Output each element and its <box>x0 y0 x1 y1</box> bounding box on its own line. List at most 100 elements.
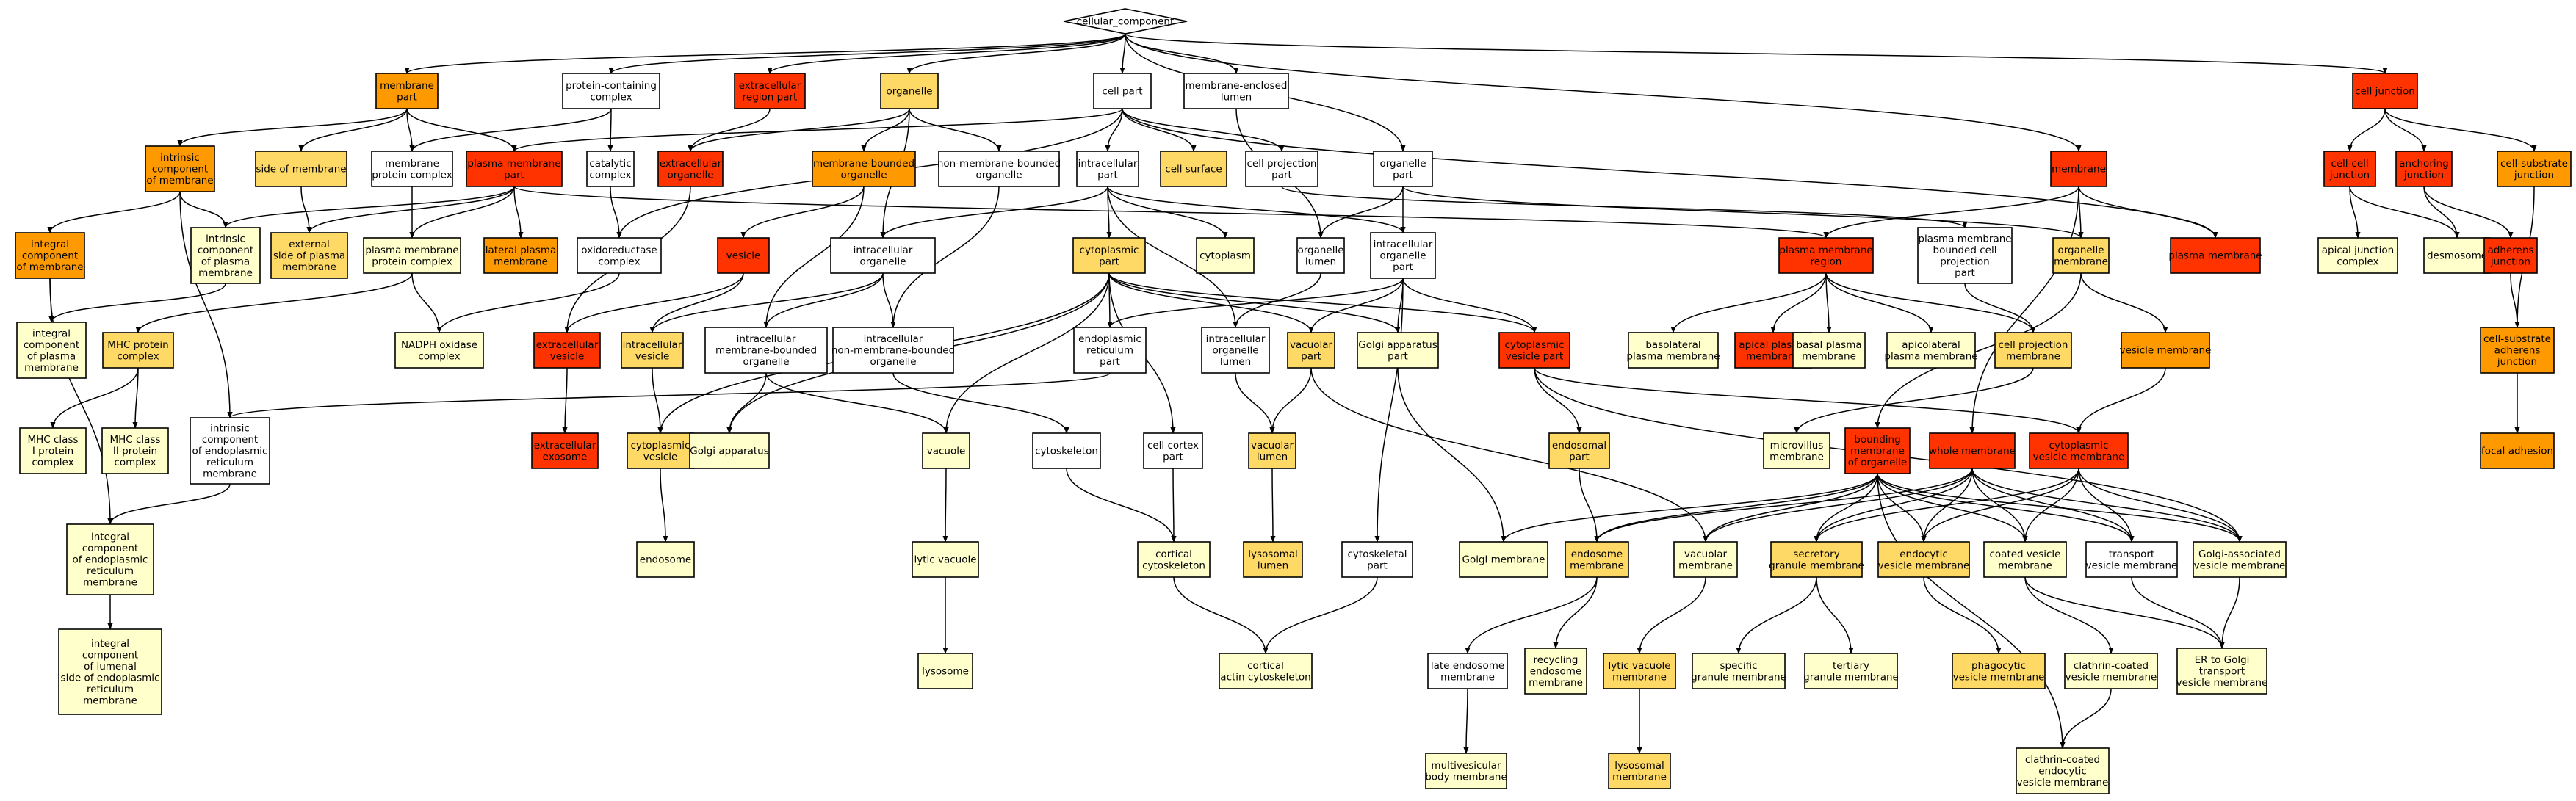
go-term-whole-membrane[interactable]: whole membrane <box>1929 432 2016 469</box>
go-term-golgi-apparatus[interactable]: Golgi apparatus <box>689 432 770 469</box>
go-term-intracellular-non-membrane-bounded-organelle[interactable]: intracellularnon-membrane-boundedorganel… <box>831 327 955 374</box>
go-term-cytoplasm[interactable]: cytoplasm <box>1196 237 1255 274</box>
go-term-side-of-membrane[interactable]: side of membrane <box>255 151 347 187</box>
go-term-vesicle-membrane[interactable]: vesicle membrane <box>2120 332 2212 369</box>
go-term-vesicle[interactable]: vesicle <box>717 237 770 274</box>
go-term-cell-part[interactable]: cell part <box>1093 73 1152 109</box>
go-term-lytic-vacuole[interactable]: lytic vacuole <box>912 541 979 578</box>
go-term-lysosome[interactable]: lysosome <box>917 653 973 689</box>
go-term-vacuole[interactable]: vacuole <box>922 432 970 469</box>
go-term-cytoskeleton[interactable]: cytoskeleton <box>1032 432 1101 469</box>
go-term-desmosome[interactable]: desmosome <box>2423 237 2491 274</box>
go-term-plasma-membrane[interactable]: plasma membrane <box>2168 237 2262 274</box>
go-term-cell-surface[interactable]: cell surface <box>1160 151 1227 187</box>
go-term-root[interactable]: cellular_component <box>1063 8 1188 35</box>
go-term-cell-junction[interactable]: cell junction <box>2352 73 2418 109</box>
go-term-focal-adhesion[interactable]: focal adhesion <box>2480 432 2555 469</box>
go-term-organelle[interactable]: organelle <box>880 73 939 109</box>
go-term-membrane[interactable]: membrane <box>2050 151 2107 187</box>
go-term-endosome[interactable]: endosome <box>636 541 695 578</box>
